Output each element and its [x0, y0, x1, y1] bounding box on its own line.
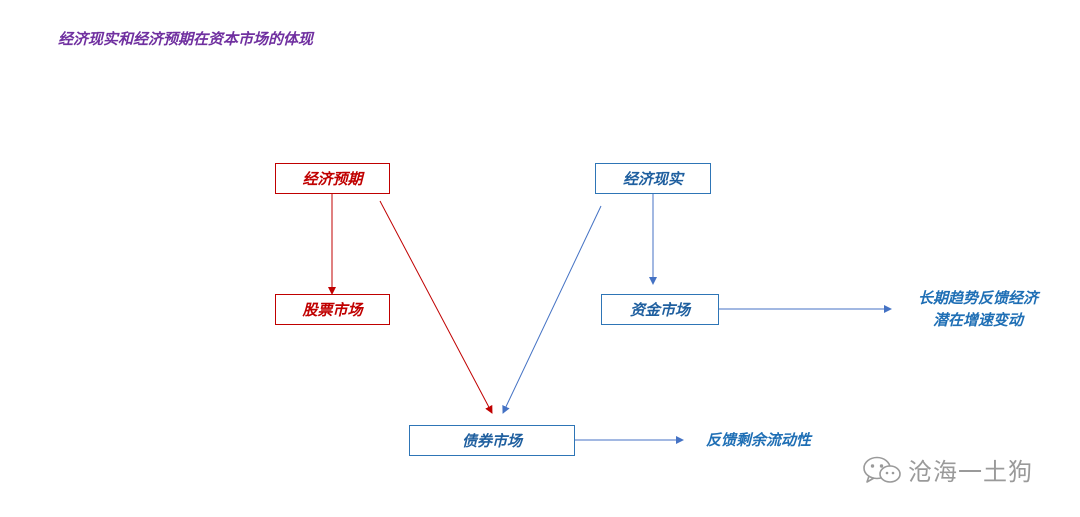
watermark: 沧海一土狗 — [862, 452, 1033, 487]
outcome-long-term-line2: 潜在增速变动 — [932, 311, 1023, 329]
wechat-icon — [863, 456, 901, 483]
arrow-expectation-to-bond — [379, 200, 493, 414]
outcome-long-term-line1: 长期趋势反馈经济 — [917, 289, 1038, 307]
node-bond-market: 债券市场 — [409, 425, 575, 456]
outcome-residual-liquidity: 反馈剩余流动性 — [706, 431, 812, 449]
node-money-market: 资金市场 — [601, 294, 719, 325]
node-stock-market: 股票市场 — [275, 294, 390, 325]
node-economic-reality: 经济现实 — [595, 163, 711, 194]
outcome-long-term-trend: 长期趋势反馈经济 潜在增速变动 — [900, 287, 1056, 331]
arrow-reality-to-bond — [502, 205, 602, 414]
watermark-text: 沧海一土狗 — [908, 458, 1033, 486]
node-economic-expectation: 经济预期 — [275, 163, 390, 194]
diagram-title: 经济现实和经济预期在资本市场的体现 — [58, 30, 314, 48]
